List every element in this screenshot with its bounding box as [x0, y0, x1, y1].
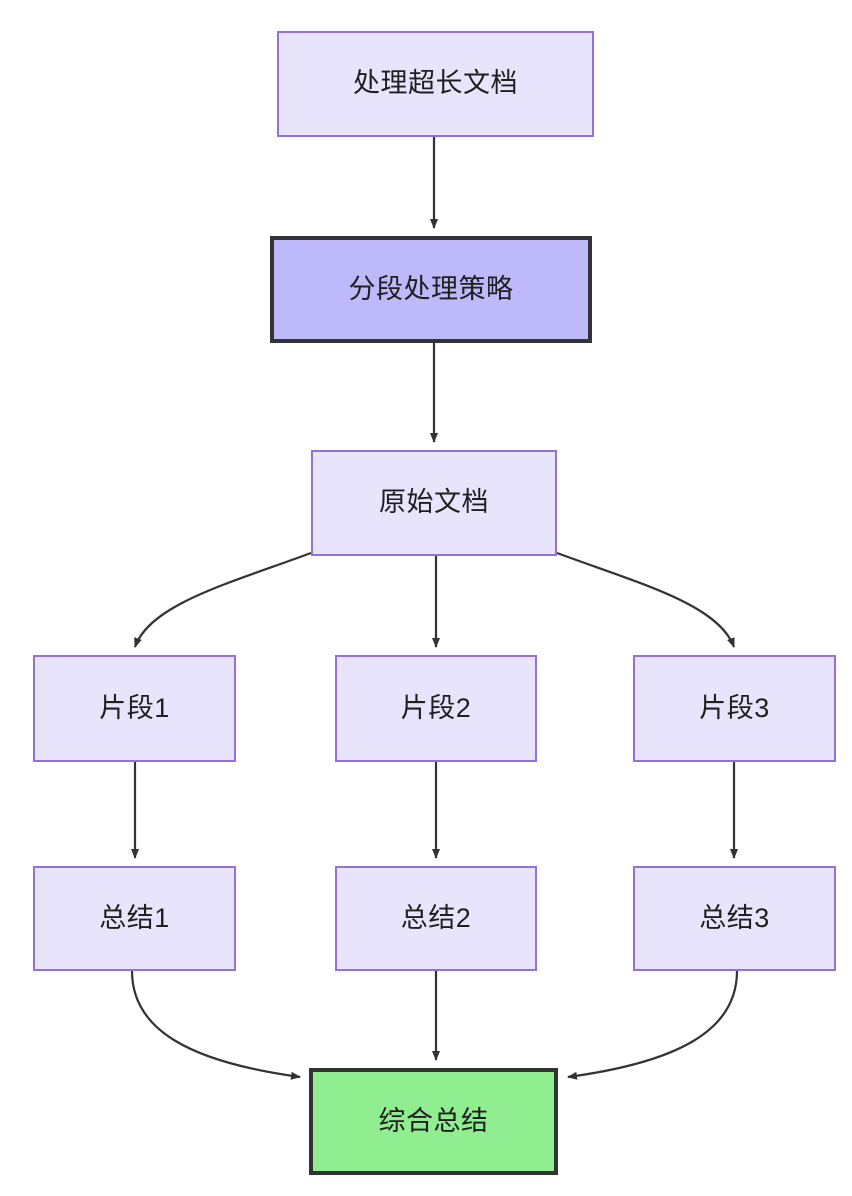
- node-summary-1[interactable]: 总结1: [33, 866, 236, 971]
- edge-n7-n10: [130, 970, 301, 1080]
- node-fragment-2[interactable]: 片段2: [335, 655, 537, 762]
- node-label: 分段处理策略: [348, 273, 514, 304]
- node-process-long-document[interactable]: 处理超长文档: [277, 31, 594, 137]
- edge-n3-n6: [556, 551, 736, 648]
- node-label: 处理超长文档: [353, 68, 518, 99]
- node-label: 片段2: [400, 692, 472, 723]
- node-fragment-1[interactable]: 片段1: [33, 655, 236, 762]
- node-label: 综合总结: [378, 1105, 489, 1136]
- node-label: 片段3: [699, 692, 770, 723]
- node-label: 原始文档: [379, 487, 489, 518]
- node-chunked-processing-strategy[interactable]: 分段处理策略: [270, 236, 592, 343]
- node-original-document[interactable]: 原始文档: [311, 450, 557, 556]
- node-comprehensive-summary[interactable]: 综合总结: [309, 1068, 558, 1175]
- node-label: 总结2: [400, 902, 472, 933]
- node-summary-3[interactable]: 总结3: [633, 866, 836, 971]
- node-label: 总结1: [99, 902, 170, 933]
- node-summary-2[interactable]: 总结2: [335, 866, 537, 971]
- node-label: 片段1: [99, 692, 170, 723]
- edge-n3-n4: [133, 551, 312, 648]
- edge-n9-n10: [567, 970, 739, 1080]
- node-fragment-3[interactable]: 片段3: [633, 655, 836, 762]
- node-label: 总结3: [699, 902, 770, 933]
